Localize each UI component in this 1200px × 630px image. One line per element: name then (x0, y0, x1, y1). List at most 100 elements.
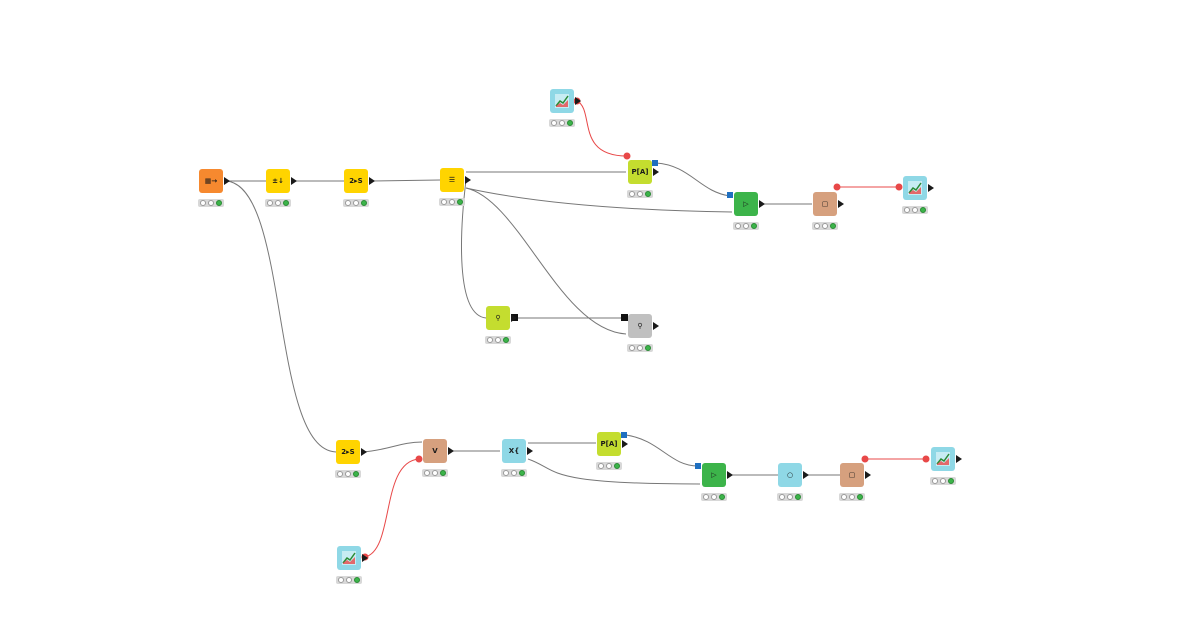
status-light-off (200, 200, 206, 206)
node-status-indicator (343, 199, 369, 207)
output-port[interactable] (361, 448, 367, 456)
status-light-off (208, 200, 214, 206)
predictor-icon: ▷ (702, 463, 726, 487)
node-status-indicator (501, 469, 527, 477)
workflow-node[interactable]: 2▸S (344, 169, 375, 195)
workflow-node[interactable]: ☰ (440, 168, 471, 194)
output-port[interactable] (465, 176, 471, 184)
status-light-off (441, 199, 447, 205)
workflow-node[interactable]: ⚲ (628, 314, 659, 340)
status-light-off (841, 494, 847, 500)
output-port[interactable] (727, 471, 733, 479)
output-port[interactable] (511, 314, 517, 322)
workflow-node[interactable]: ▢ (840, 463, 871, 489)
flow-variable-port[interactable] (623, 152, 631, 160)
connection-wire[interactable] (361, 441, 423, 453)
status-light-off (598, 463, 604, 469)
output-port[interactable] (291, 177, 297, 185)
connection-wire[interactable] (461, 179, 487, 319)
output-port[interactable] (956, 455, 962, 463)
chart-view-icon (931, 447, 955, 471)
status-light-off (932, 478, 938, 484)
output-port[interactable] (759, 200, 765, 208)
status-light-green (645, 345, 651, 351)
status-light-off (940, 478, 946, 484)
object-port[interactable] (621, 314, 628, 321)
status-light-off (353, 200, 359, 206)
output-port[interactable] (575, 97, 581, 105)
node-status-indicator (627, 344, 653, 352)
connection-wire[interactable] (465, 187, 627, 335)
status-light-off (275, 200, 281, 206)
workflow-node[interactable]: ▢ (813, 192, 844, 218)
flow-variable-wire[interactable] (364, 458, 420, 558)
connection-wire[interactable] (465, 187, 733, 213)
flow-variable-port[interactable] (895, 183, 903, 191)
scorer-viz-icon (550, 89, 574, 113)
output-port[interactable] (448, 447, 454, 455)
output-port[interactable] (527, 447, 533, 455)
connection-wire[interactable] (527, 458, 701, 485)
workflow-node[interactable] (931, 447, 962, 473)
connection-wire[interactable] (225, 180, 337, 453)
node-status-indicator (422, 469, 448, 477)
loop-end-icon: ○ (778, 463, 802, 487)
workflow-node[interactable] (550, 89, 581, 115)
model-port[interactable] (621, 432, 627, 438)
workflow-node[interactable] (337, 546, 368, 572)
flow-variable-port[interactable] (833, 183, 841, 191)
search-component-icon: ⚲ (486, 306, 510, 330)
output-port[interactable] (928, 184, 934, 192)
search-component-icon: ⚲ (628, 314, 652, 338)
flow-variable-port[interactable] (922, 455, 930, 463)
flow-variable-wire[interactable] (576, 100, 628, 157)
output-port[interactable] (622, 440, 628, 448)
model-port[interactable] (652, 160, 658, 166)
workflow-node[interactable] (903, 176, 934, 202)
output-port[interactable] (865, 471, 871, 479)
node-status-indicator (485, 336, 511, 344)
output-port[interactable] (362, 554, 368, 562)
workflow-node[interactable]: X{ (502, 439, 533, 465)
status-light-off (637, 191, 643, 197)
node-status-indicator (335, 470, 361, 478)
workflow-node[interactable]: 2▸S (336, 440, 367, 466)
status-light-off (487, 337, 493, 343)
workflow-node[interactable]: ±↓ (266, 169, 297, 195)
model-port[interactable] (695, 463, 701, 469)
rule-engine-icon: ▢ (840, 463, 864, 487)
workflow-node[interactable]: ▦→ (199, 169, 230, 195)
node-status-indicator (336, 576, 362, 584)
output-port[interactable] (838, 200, 844, 208)
connection-wire[interactable] (655, 162, 731, 197)
status-light-off (559, 120, 565, 126)
workflow-node[interactable]: P[A] (628, 160, 659, 186)
status-light-off (551, 120, 557, 126)
workflow-node[interactable]: V (423, 439, 454, 465)
output-port[interactable] (653, 322, 659, 330)
node-status-indicator (930, 477, 956, 485)
output-port[interactable] (224, 177, 230, 185)
connection-wire[interactable] (369, 179, 441, 182)
rule-engine-icon: ▢ (813, 192, 837, 216)
status-light-green (361, 200, 367, 206)
flow-variable-port[interactable] (415, 455, 423, 463)
table-reader-icon: ▦→ (199, 169, 223, 193)
node-status-indicator (701, 493, 727, 501)
output-port[interactable] (653, 168, 659, 176)
workflow-node[interactable]: ⚲ (486, 306, 517, 332)
status-light-off (904, 207, 910, 213)
flow-variable-port[interactable] (861, 455, 869, 463)
status-light-green (354, 577, 360, 583)
connection-wire[interactable] (625, 434, 699, 467)
workflow-node[interactable]: ▷ (702, 463, 733, 489)
workflow-node[interactable]: ▷ (734, 192, 765, 218)
node-status-indicator (265, 199, 291, 207)
output-port[interactable] (369, 177, 375, 185)
workflow-node[interactable]: P[A] (597, 432, 628, 458)
output-port[interactable] (803, 471, 809, 479)
status-light-green (948, 478, 954, 484)
model-port[interactable] (727, 192, 733, 198)
workflow-node[interactable]: ○ (778, 463, 809, 489)
